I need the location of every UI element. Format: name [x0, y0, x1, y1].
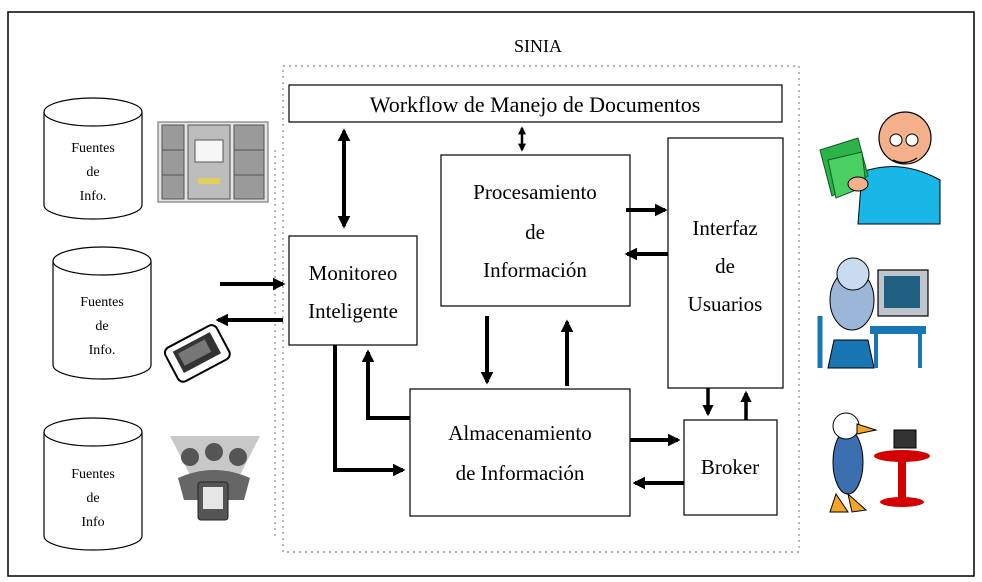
arrow-monitoreo-to-almac [333, 345, 406, 477]
interfaz-box: Interfaz de Usuarios [667, 137, 784, 389]
sinia-boundary [282, 65, 800, 553]
meeting-people-icon [170, 436, 260, 521]
arrows [215, 126, 752, 490]
diagram-title: SINIA [514, 36, 562, 56]
monitoreo-box: Monitoreo Inteligente [288, 235, 418, 346]
source-cylinder: Fuentes de Info. [52, 246, 152, 380]
source-label-line: de [95, 319, 108, 334]
person-with-money-icon [819, 111, 941, 225]
source-label-line: de [86, 165, 99, 180]
broker-label: Broker [701, 455, 759, 479]
interfaz-label-line-3: Usuarios [688, 292, 763, 316]
procesamiento-label-line-3: Información [483, 258, 587, 282]
broker-box: Broker [683, 419, 778, 516]
interfaz-label-line-2: de [715, 254, 735, 278]
almacenamiento-label-line-2: de Información [456, 461, 585, 485]
source-cylinder: Fuentes de Info. [43, 97, 143, 220]
arrow-almac-to-monitoreo [361, 349, 410, 420]
procesamiento-box: Procesamiento de Información [440, 154, 631, 307]
almacenamiento-box: Almacenamiento de Información [409, 388, 631, 517]
filing-cabinet-icon [157, 121, 269, 203]
source-label-line: Info [81, 515, 104, 530]
procesamiento-label-line-2: de [525, 220, 545, 244]
monitoreo-label-line-2: Inteligente [308, 299, 398, 323]
source-cylinder: Fuentes de Info [43, 417, 143, 551]
workflow-label: Workflow de Manejo de Documentos [370, 92, 701, 117]
source-label-line: de [86, 491, 99, 506]
person-at-computer-icon [817, 257, 929, 369]
interfaz-label-line-1: Interfaz [692, 216, 757, 240]
duck-at-computer-icon [829, 412, 930, 513]
source-label-line: Fuentes [80, 295, 124, 310]
source-label-line: Info. [89, 343, 116, 358]
pda-icon [163, 324, 231, 383]
workflow-box: Workflow de Manejo de Documentos [288, 84, 783, 123]
monitoreo-label-line-1: Monitoreo [309, 261, 398, 285]
source-label-line: Info. [80, 189, 107, 204]
outer-frame [7, 11, 975, 577]
source-label-line: Fuentes [71, 141, 115, 156]
procesamiento-label-line-1: Procesamiento [473, 180, 597, 204]
almacenamiento-label-line-1: Almacenamiento [448, 421, 591, 445]
source-label-line: Fuentes [71, 467, 115, 482]
